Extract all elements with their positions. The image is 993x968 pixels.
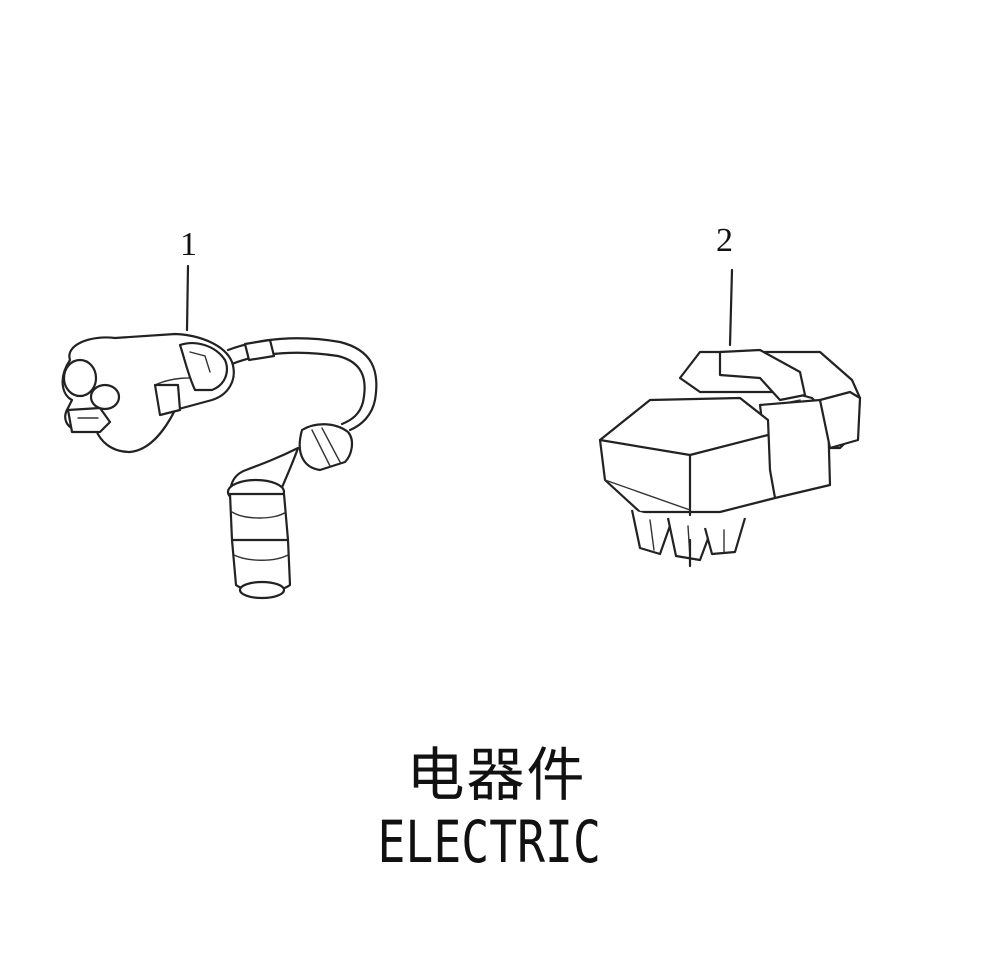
leader-line-1 xyxy=(185,264,190,332)
coil-lug-2 xyxy=(89,383,121,411)
ht-cable-inner xyxy=(230,351,366,426)
part-number-1: 1 xyxy=(180,226,197,263)
box-bottom-edge xyxy=(604,479,691,511)
leader-line-2 xyxy=(728,268,734,347)
cap-ring-b xyxy=(233,554,289,561)
cap-collar xyxy=(298,423,354,472)
cable-band xyxy=(243,338,276,362)
terminal-right xyxy=(703,517,747,556)
cap-body-upper xyxy=(228,492,290,548)
coil-boss xyxy=(178,342,229,392)
connector-latch xyxy=(718,348,807,402)
connector-side xyxy=(818,390,862,450)
part-number-2: 2 xyxy=(716,222,733,259)
cap-ring-a xyxy=(231,511,287,519)
ht-cable xyxy=(226,337,378,432)
terminal-pin-1 xyxy=(649,519,655,551)
cap-end xyxy=(238,580,286,600)
coil-detail-2 xyxy=(189,351,211,373)
coil-terminal xyxy=(153,383,182,417)
title-english: ELECTRIC xyxy=(377,808,601,876)
coil-lug xyxy=(62,358,98,398)
control-unit-drawing xyxy=(598,268,862,568)
collar-ring-1 xyxy=(311,429,331,467)
collar-ring-2 xyxy=(321,427,341,463)
title-chinese: 电器件 xyxy=(406,741,587,809)
mounting-tab xyxy=(66,406,112,434)
ignition-coil-drawing xyxy=(61,264,378,600)
